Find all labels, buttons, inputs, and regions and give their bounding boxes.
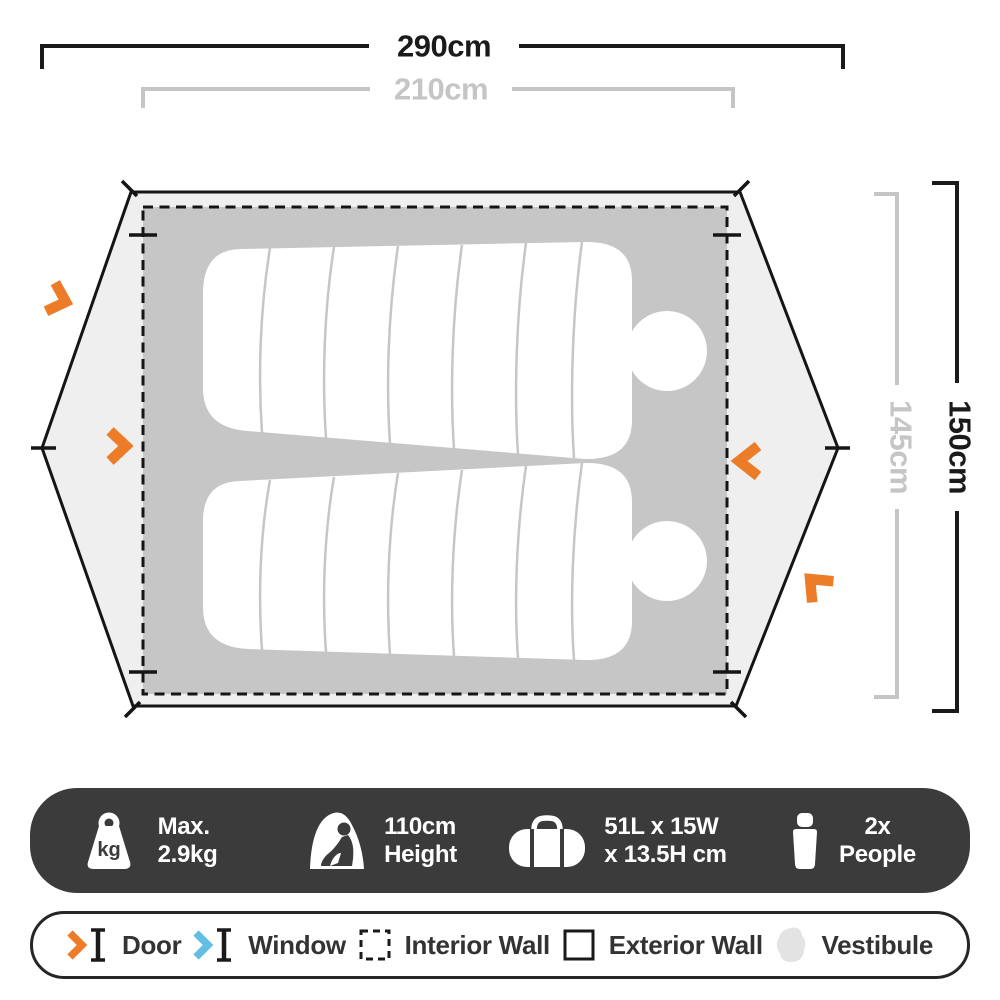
door-chevron-inner-left xyxy=(106,427,134,465)
spec-text-packed-size: 51L x 15W x 13.5H cm xyxy=(604,812,727,869)
outer-width-label: 290cm xyxy=(397,29,491,64)
spec-item-weight: kg Max. 2.9kg xyxy=(30,811,265,871)
inner-width-dimension: 210cm xyxy=(141,71,735,108)
interior-wall-icon xyxy=(359,929,391,961)
spec-line: Height xyxy=(384,840,457,868)
interior-tick-marks xyxy=(129,233,741,674)
legend-label-interior-wall: Interior Wall xyxy=(404,929,551,960)
packed-size-icon xyxy=(509,814,586,867)
spec-item-packed-size: 51L x 15W x 13.5H cm xyxy=(500,813,735,869)
sleeping-bag-body xyxy=(203,462,632,661)
inner-width-label: 210cm xyxy=(394,72,488,107)
sleeping-bag-top xyxy=(203,241,707,460)
sleeping-bag-head xyxy=(627,311,707,391)
spec-text-weight: Max. 2.9kg xyxy=(158,813,218,869)
door-icon xyxy=(67,928,105,962)
spec-item-capacity: 2x People xyxy=(735,812,970,870)
spec-line: Max. xyxy=(157,812,210,840)
spec-item-height: 110cm Height xyxy=(265,811,500,871)
spec-line: 2x xyxy=(864,812,891,840)
people-icon xyxy=(793,812,818,869)
sleeping-bag-head xyxy=(627,521,707,601)
vestibule-icon xyxy=(776,927,805,963)
spec-line: 51L x 15W xyxy=(604,812,719,840)
legend-item-door: Door xyxy=(67,926,182,964)
legend-bar: Door Window Interior Wall Exterior Wall xyxy=(30,911,970,979)
spec-bar: kg Max. 2.9kg 110cm Height xyxy=(30,788,970,893)
weight-icon-unit: kg xyxy=(97,839,120,861)
legend-label-vestibule: Vestibule xyxy=(821,929,934,960)
sleeping-bag-bottom xyxy=(203,462,707,661)
tent-floorplan-diagram: 290cm 210cm 150cm 145cm xyxy=(31,26,978,719)
exterior-wall-icon xyxy=(563,929,595,961)
spec-text-height: 110cm Height xyxy=(384,813,457,869)
legend-label-door: Door xyxy=(122,929,182,960)
sleeping-bag-seams xyxy=(258,241,584,459)
height-icon xyxy=(310,811,365,869)
outer-width-dimension: 290cm xyxy=(40,26,845,69)
window-icon xyxy=(193,928,232,962)
outer-depth-dimension: 150cm xyxy=(932,181,978,713)
spec-line: x 13.5H cm xyxy=(604,840,727,868)
legend-item-exterior-wall: Exterior Wall xyxy=(562,928,763,962)
sleeping-bag-body xyxy=(203,241,632,460)
outer-depth-label: 150cm xyxy=(943,400,978,494)
spec-text-capacity: 2x People xyxy=(839,813,916,869)
spec-line: 2.9kg xyxy=(157,840,218,868)
legend-label-exterior-wall: Exterior Wall xyxy=(608,929,763,960)
spec-line: People xyxy=(839,840,916,868)
weight-icon: kg xyxy=(87,812,130,869)
inner-depth-dimension: 145cm xyxy=(874,192,919,699)
corner-tick-marks xyxy=(31,179,850,719)
spec-line: 110cm xyxy=(384,812,456,840)
door-chevron-inner-right xyxy=(730,441,762,481)
legend-item-vestibule: Vestibule xyxy=(775,926,933,964)
sleeping-bag-seams xyxy=(258,462,584,661)
legend-item-window: Window xyxy=(193,926,346,964)
door-chevron-outer-right xyxy=(804,573,834,603)
door-chevron-outer-left xyxy=(43,280,74,317)
door-markers xyxy=(43,280,834,603)
legend-label-window: Window xyxy=(248,929,346,960)
legend-item-interior-wall: Interior Wall xyxy=(358,928,550,962)
inner-depth-label: 145cm xyxy=(884,400,919,494)
